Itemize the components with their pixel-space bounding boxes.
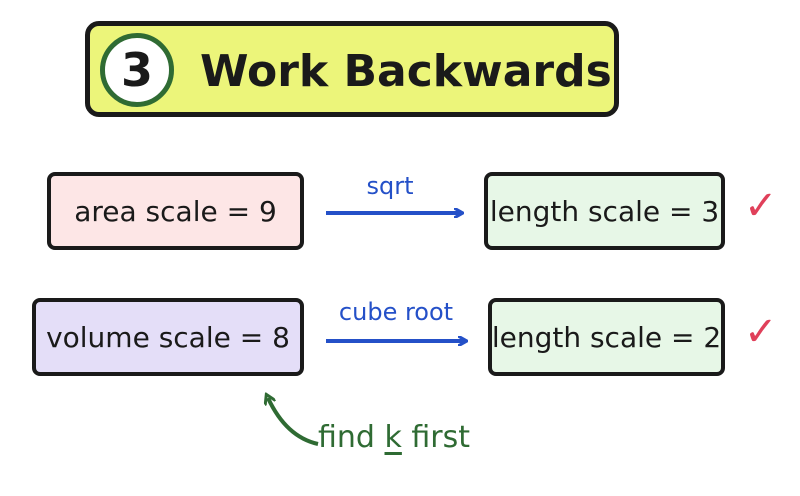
- note-text-before: find: [318, 420, 385, 455]
- checkmark-icon: ✓: [744, 309, 778, 355]
- curved-arrow-icon: [268, 398, 319, 446]
- area-scale-box: area scale = 9: [47, 172, 304, 250]
- step-number-badge: 3: [100, 33, 174, 107]
- length-scale-result-box-2: length scale = 2: [488, 298, 725, 376]
- find-k-first-note: find k first: [318, 420, 470, 455]
- note-variable-k: k: [384, 420, 402, 455]
- length-scale-result-box-1: length scale = 3: [484, 172, 725, 250]
- sqrt-arrow-label: sqrt: [366, 172, 414, 200]
- note-text-after: first: [401, 420, 471, 455]
- page-title: Work Backwards: [200, 45, 612, 97]
- title-banner: [85, 21, 619, 117]
- checkmark-icon: ✓: [744, 183, 778, 229]
- volume-scale-box: volume scale = 8: [32, 298, 304, 376]
- cube-root-arrow-label: cube root: [338, 298, 454, 326]
